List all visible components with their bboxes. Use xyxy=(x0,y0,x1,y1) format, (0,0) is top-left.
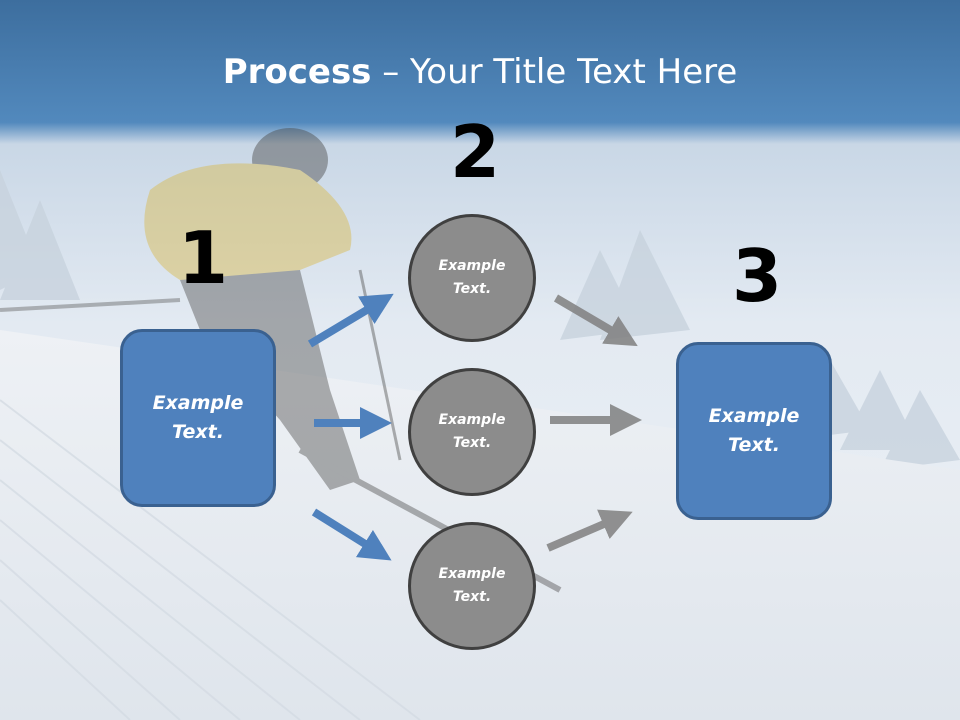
process-circle-1: Example Text. xyxy=(408,214,536,342)
circle-2-line-1: Example xyxy=(438,412,506,428)
process-circle-3: Example Text. xyxy=(408,522,536,650)
blue-arrows xyxy=(307,293,394,561)
circle-1-line-1: Example xyxy=(438,258,506,274)
arrow-from-circle-1 xyxy=(553,294,638,347)
left-box-line-1: Example xyxy=(152,392,244,414)
arrow-to-circle-3 xyxy=(311,508,392,561)
process-circle-2: Example Text. xyxy=(408,368,536,496)
slide-title: Process – Your Title Text Here xyxy=(0,52,960,92)
circle-3-line-2: Text. xyxy=(452,589,492,605)
title-bold: Process xyxy=(222,52,372,92)
circle-2-line-2: Text. xyxy=(452,435,492,451)
arrow-to-circle-1 xyxy=(307,293,394,348)
step-number-1: 1 xyxy=(178,216,229,300)
gray-arrows xyxy=(546,294,642,552)
circle-3-line-1: Example xyxy=(438,566,506,582)
right-box-line-1: Example xyxy=(708,405,800,427)
step-number-2: 2 xyxy=(450,110,501,194)
title-rest: – Your Title Text Here xyxy=(371,52,738,92)
arrow-from-circle-3 xyxy=(546,509,633,552)
left-box-line-2: Text. xyxy=(172,421,224,443)
circle-1-line-2: Text. xyxy=(452,281,492,297)
left-example-box: Example Text. xyxy=(120,329,276,507)
step-number-3: 3 xyxy=(732,234,783,318)
right-box-line-2: Text. xyxy=(728,434,780,456)
right-example-box: Example Text. xyxy=(676,342,832,520)
